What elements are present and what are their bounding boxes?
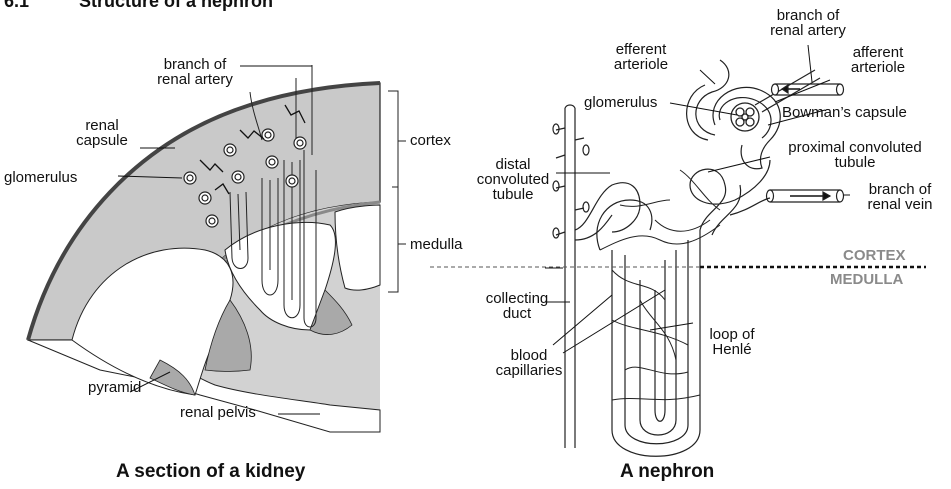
label-pyramid: pyramid (88, 380, 141, 395)
label-afferent-arteriole: afferent arteriole (833, 45, 923, 75)
label-loop-of-henle: loop of Henlé (702, 327, 762, 357)
label-blood-capillaries: blood capillaries (489, 348, 569, 378)
label-nephron-branch-renal-artery: branch of renal artery (753, 8, 863, 38)
label-kidney-glomerulus: glomerulus (4, 170, 77, 185)
label-collecting-duct: collecting duct (477, 291, 557, 321)
label-kidney-branch-renal-artery: branch of renal artery (140, 57, 250, 87)
collecting-duct-tube (565, 108, 575, 448)
label-efferent-arteriole: efferent arteriole (600, 42, 682, 72)
label-medulla-zone: MEDULLA (830, 272, 903, 287)
caption-nephron: A nephron (620, 461, 714, 483)
label-cortex: cortex (410, 133, 451, 148)
label-nephron-glomerulus: glomerulus (584, 95, 657, 110)
label-renal-capsule: renal capsule (62, 118, 142, 148)
nephron-glomerulus (731, 103, 759, 131)
label-cortex-zone: CORTEX (843, 248, 906, 263)
label-branch-renal-vein: branch of renal vein (850, 182, 950, 212)
label-proximal-tubule: proximal convoluted tubule (765, 140, 945, 170)
label-distal-tubule: distal convoluted tubule (468, 157, 558, 202)
label-bowmans-capsule: Bowman’s capsule (782, 105, 907, 120)
kidney-zone-bracket (388, 91, 406, 292)
caption-kidney-section: A section of a kidney (116, 461, 305, 483)
label-medulla: medulla (410, 237, 463, 252)
label-renal-pelvis: renal pelvis (180, 405, 256, 420)
